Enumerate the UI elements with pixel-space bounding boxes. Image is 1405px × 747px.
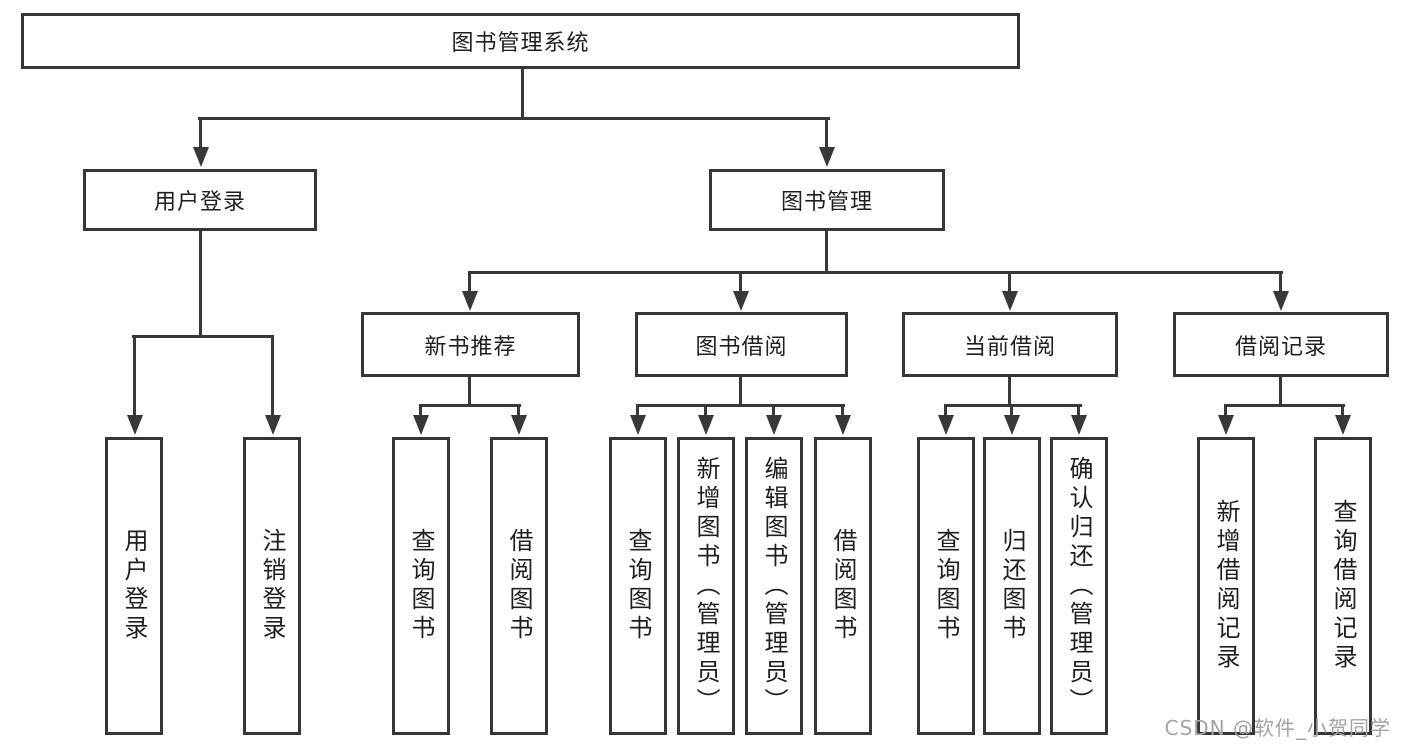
node-book-borrow-label: 图书借阅 xyxy=(695,334,788,360)
node-user-login: 用户登录 xyxy=(83,169,317,231)
connector-user-login-down xyxy=(199,231,202,337)
node-leaf-bb-edit-books: 编辑图书（管理员） xyxy=(745,437,803,735)
node-leaf-logout: 注销登录 xyxy=(243,437,301,735)
csdn-watermark: CSDN @软件_小贺同学 xyxy=(1164,716,1391,740)
node-leaf-rec-add-record: 新增借阅记录 xyxy=(1197,437,1255,735)
connector-book-borrow-down xyxy=(739,377,742,407)
node-new-book-recommend-label: 新书推荐 xyxy=(424,334,517,360)
connector-records-horizontal xyxy=(1224,404,1345,407)
leaf-user-login-label: 用户登录 xyxy=(120,528,148,644)
node-leaf-nb-query-books: 查询图书 xyxy=(392,437,450,735)
leaf-cb-return-label: 归还图书 xyxy=(998,528,1026,644)
connector-level2-horizontal xyxy=(198,117,830,120)
node-book-management: 图书管理 xyxy=(709,169,945,231)
arrow-to-book-borrow xyxy=(732,271,749,311)
arrow-to-leaf-bb-add xyxy=(697,404,714,435)
node-current-borrow-label: 当前借阅 xyxy=(963,334,1056,360)
node-leaf-cb-return-books: 归还图书 xyxy=(983,437,1041,735)
arrow-to-leaf-nb-borrow xyxy=(510,404,527,435)
node-leaf-nb-borrow-books: 借阅图书 xyxy=(490,437,548,735)
arrow-to-leaf-bb-query xyxy=(629,404,646,435)
node-new-book-recommend: 新书推荐 xyxy=(361,312,580,377)
arrow-to-user-login xyxy=(192,117,209,167)
leaf-nb-query-label: 查询图书 xyxy=(407,528,435,644)
arrow-to-leaf-bb-edit xyxy=(765,404,782,435)
node-leaf-cb-confirm-return: 确认归还（管理员） xyxy=(1050,437,1108,735)
node-leaf-bb-add-books: 新增图书（管理员） xyxy=(677,437,735,735)
connector-book-borrow-horizontal xyxy=(636,404,845,407)
node-borrow-records-label: 借阅记录 xyxy=(1234,334,1327,360)
connector-current-borrow-horizontal xyxy=(944,404,1082,407)
arrow-to-current-borrow xyxy=(1001,271,1018,311)
leaf-cb-confirm-label: 确认归还（管理员） xyxy=(1065,455,1093,717)
leaf-bb-borrow-label: 借阅图书 xyxy=(829,528,857,644)
arrow-to-leaf-cb-query xyxy=(937,404,954,435)
node-leaf-user-login: 用户登录 xyxy=(105,437,163,735)
node-root-label: 图书管理系统 xyxy=(451,31,590,56)
arrow-to-leaf-cb-return xyxy=(1003,404,1020,435)
arrow-to-leaf-rec-add xyxy=(1217,404,1234,435)
connector-user-login-horizontal xyxy=(132,335,274,338)
arrow-to-leaf-bb-borrow xyxy=(834,404,851,435)
node-borrow-records: 借阅记录 xyxy=(1173,312,1389,377)
node-leaf-cb-query-books: 查询图书 xyxy=(917,437,975,735)
connector-root-down xyxy=(521,69,524,119)
arrow-to-book-management xyxy=(818,117,835,167)
node-user-login-label: 用户登录 xyxy=(153,190,246,215)
node-book-management-label: 图书管理 xyxy=(780,190,873,215)
leaf-logout-label: 注销登录 xyxy=(258,528,286,644)
leaf-bb-query-label: 查询图书 xyxy=(624,528,652,644)
node-leaf-bb-query-books: 查询图书 xyxy=(609,437,667,735)
arrow-to-new-book-recommend xyxy=(461,271,478,311)
leaf-rec-add-label: 新增借阅记录 xyxy=(1212,499,1240,673)
connector-book-management-down xyxy=(825,231,828,273)
leaf-cb-query-label: 查询图书 xyxy=(932,528,960,644)
leaf-bb-edit-label: 编辑图书（管理员） xyxy=(760,455,788,717)
connector-new-book-horizontal xyxy=(419,404,521,407)
node-leaf-rec-query-record: 查询借阅记录 xyxy=(1314,437,1372,735)
node-book-borrow: 图书借阅 xyxy=(635,312,848,377)
arrow-to-leaf-logout xyxy=(264,335,281,435)
connector-current-borrow-down xyxy=(1008,377,1011,407)
node-root: 图书管理系统 xyxy=(21,13,1020,69)
connector-records-down xyxy=(1279,377,1282,407)
arrow-to-leaf-rec-query xyxy=(1334,404,1351,435)
connector-level3-horizontal xyxy=(468,271,1283,274)
leaf-nb-borrow-label: 借阅图书 xyxy=(505,528,533,644)
arrow-to-leaf-cb-confirm xyxy=(1070,404,1087,435)
connector-new-book-down xyxy=(468,377,471,407)
arrow-to-leaf-nb-query xyxy=(412,404,429,435)
leaf-bb-add-label: 新增图书（管理员） xyxy=(692,455,720,717)
leaf-rec-query-label: 查询借阅记录 xyxy=(1329,499,1357,673)
node-current-borrow: 当前借阅 xyxy=(902,312,1118,377)
arrow-to-borrow-records xyxy=(1272,271,1289,311)
node-leaf-bb-borrow-books: 借阅图书 xyxy=(814,437,872,735)
arrow-to-leaf-user-login xyxy=(126,335,143,435)
